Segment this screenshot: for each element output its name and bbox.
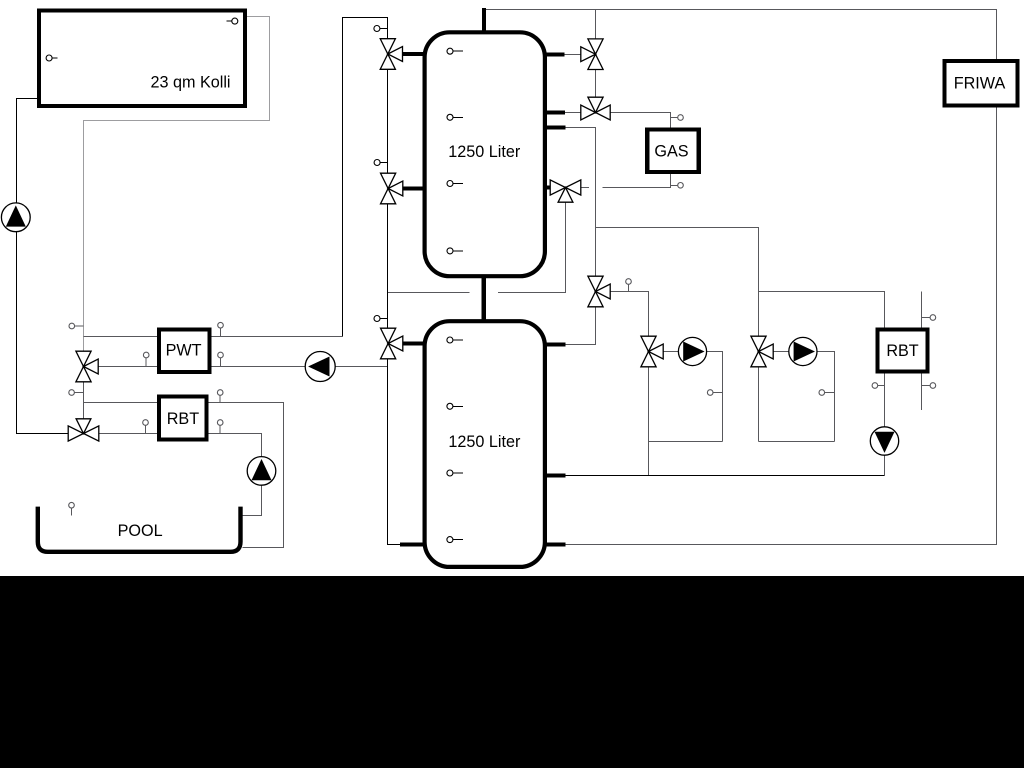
svg-text:PWT: PWT <box>166 341 202 359</box>
svg-text:1250 Liter: 1250 Liter <box>448 433 521 451</box>
svg-text:RBT: RBT <box>886 342 918 360</box>
svg-text:POOL: POOL <box>118 522 163 540</box>
svg-text:23 qm Kolli: 23 qm Kolli <box>150 74 230 92</box>
svg-text:RBT: RBT <box>167 410 199 428</box>
svg-text:FRIWA: FRIWA <box>954 74 1006 92</box>
svg-text:1250 Liter: 1250 Liter <box>448 143 521 161</box>
svg-text:GAS: GAS <box>654 143 688 161</box>
